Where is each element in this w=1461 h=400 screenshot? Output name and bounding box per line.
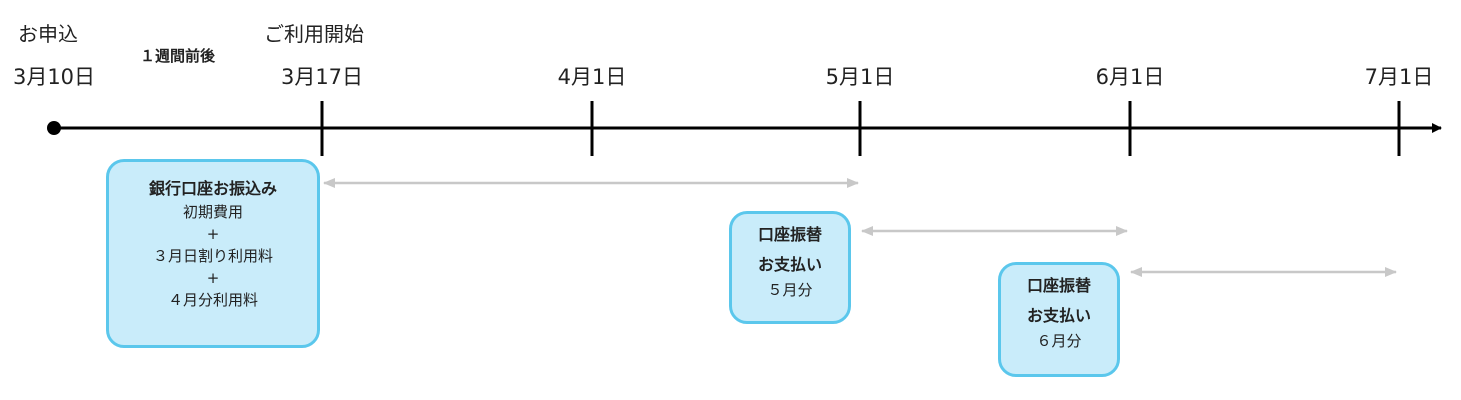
bank-transfer-title: 銀行口座お振込み (148, 179, 277, 198)
start-label: ご利用開始 (264, 22, 364, 46)
date-jun: 6月1日 (1095, 65, 1165, 89)
debit-box-may: 口座振替 お支払い ５月分 (729, 211, 851, 324)
bank-line-march-prorated: ３月日割り利用料 (152, 247, 273, 265)
date-apr: 4月1日 (557, 65, 627, 89)
debit-jun-title-1: 口座振替 (1026, 276, 1091, 295)
debit-may-title-2: お支払い (757, 255, 822, 274)
date-start: 3月17日 (280, 65, 364, 89)
debit-jun-month: ６月分 (1036, 332, 1082, 350)
gap-label: １週間前後 (140, 47, 216, 65)
bank-transfer-box: 銀行口座お振込み 初期費用 + ３月日割り利用料 + ４月分利用料 (106, 159, 320, 348)
date-may: 5月1日 (825, 65, 895, 89)
apply-label: お申込 (18, 22, 78, 46)
bank-line-april-fee: ４月分利用料 (167, 291, 258, 309)
debit-box-jun: 口座振替 お支払い ６月分 (998, 262, 1120, 377)
debit-may-month: ５月分 (767, 281, 813, 299)
date-apply: 3月10日 (12, 65, 96, 89)
date-jul: 7月1日 (1364, 65, 1434, 89)
bank-line-plus-1: + (206, 225, 220, 243)
bank-line-plus-2: + (206, 269, 220, 287)
bank-line-initial-fee: 初期費用 (182, 203, 243, 221)
debit-jun-title-2: お支払い (1026, 306, 1091, 325)
debit-may-title-1: 口座振替 (757, 225, 822, 244)
